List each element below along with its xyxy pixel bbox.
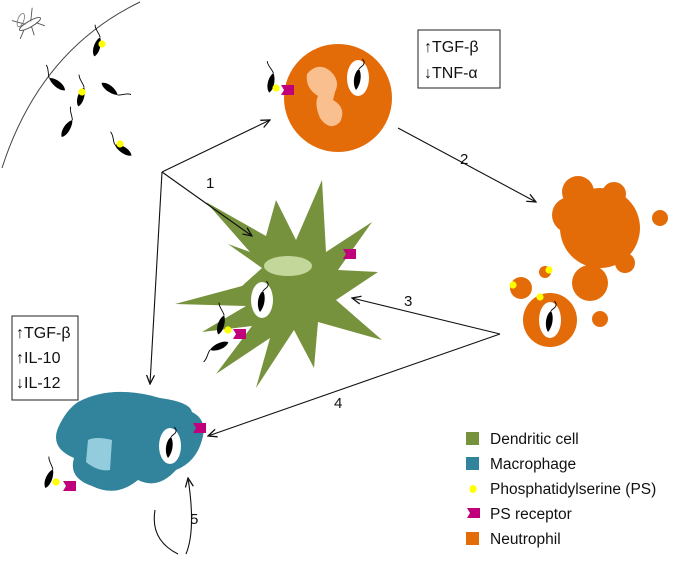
- cytokine-il12-down: ↓IL-12: [16, 375, 61, 392]
- legend-label-neutrophil: Neutrophil: [490, 531, 561, 548]
- arrow-step3: [352, 298, 501, 335]
- arrow-step4: [208, 333, 501, 436]
- ps-receptor-macrophage-bound: [63, 481, 76, 491]
- parasite-group: [38, 24, 137, 159]
- apoptotic-neutrophil: [510, 176, 668, 347]
- step-5-label: 5: [190, 511, 198, 528]
- cytokine-tnf-alpha-down: ↓TNF-α: [424, 65, 478, 82]
- ps-receptor-dendritic-bound: [233, 329, 246, 339]
- arrow-step2: [397, 127, 536, 202]
- step-2-label: 2: [460, 151, 468, 168]
- arrow-to-macrophage: [150, 171, 163, 384]
- step-1-label: 1: [206, 175, 214, 192]
- cytokine-tgf-beta-up: ↑TGF-β: [424, 39, 479, 56]
- macrophage-cytokine-box: ↑TGF-β ↑IL-10 ↓IL-12: [11, 315, 79, 401]
- step-4-label: 4: [334, 395, 342, 412]
- legend-swatch-macrophage: [466, 457, 479, 470]
- legend-receptor-icon: [467, 508, 480, 518]
- arrows: [150, 120, 536, 555]
- legend-label-dendritic: Dendritic cell: [490, 431, 579, 448]
- legend-label-ps: Phosphatidylserine (PS): [490, 481, 656, 498]
- cytokine-il10-up: ↑IL-10: [16, 350, 61, 367]
- legend-label-macrophage: Macrophage: [490, 456, 576, 473]
- neutrophil-cytokine-box: ↑TGF-β ↓TNF-α: [417, 29, 501, 89]
- legend-label-receptor: PS receptor: [490, 506, 572, 523]
- neutrophil-cell: [284, 44, 392, 152]
- legend-swatch-dendritic: [466, 432, 479, 445]
- dendritic-cell: [175, 180, 382, 388]
- legend-swatch-neutrophil: [466, 532, 479, 545]
- step-3-label: 3: [404, 293, 412, 310]
- arrow-to-neutrophil: [161, 120, 270, 173]
- arrow-to-dendritic: [161, 171, 252, 236]
- legend-ps-icon: [469, 485, 477, 493]
- legend: Dendritic cell Macrophage Phosphatidylse…: [466, 431, 656, 548]
- ps-receptor-neutrophil: [281, 85, 294, 95]
- sandfly-icon: [11, 7, 46, 40]
- arrow-step5-loop: [153, 478, 191, 555]
- macrophage-cell: [56, 391, 204, 491]
- skin-curve: [1, 1, 141, 169]
- cytokine-tgf-beta-up: ↑TGF-β: [16, 325, 71, 342]
